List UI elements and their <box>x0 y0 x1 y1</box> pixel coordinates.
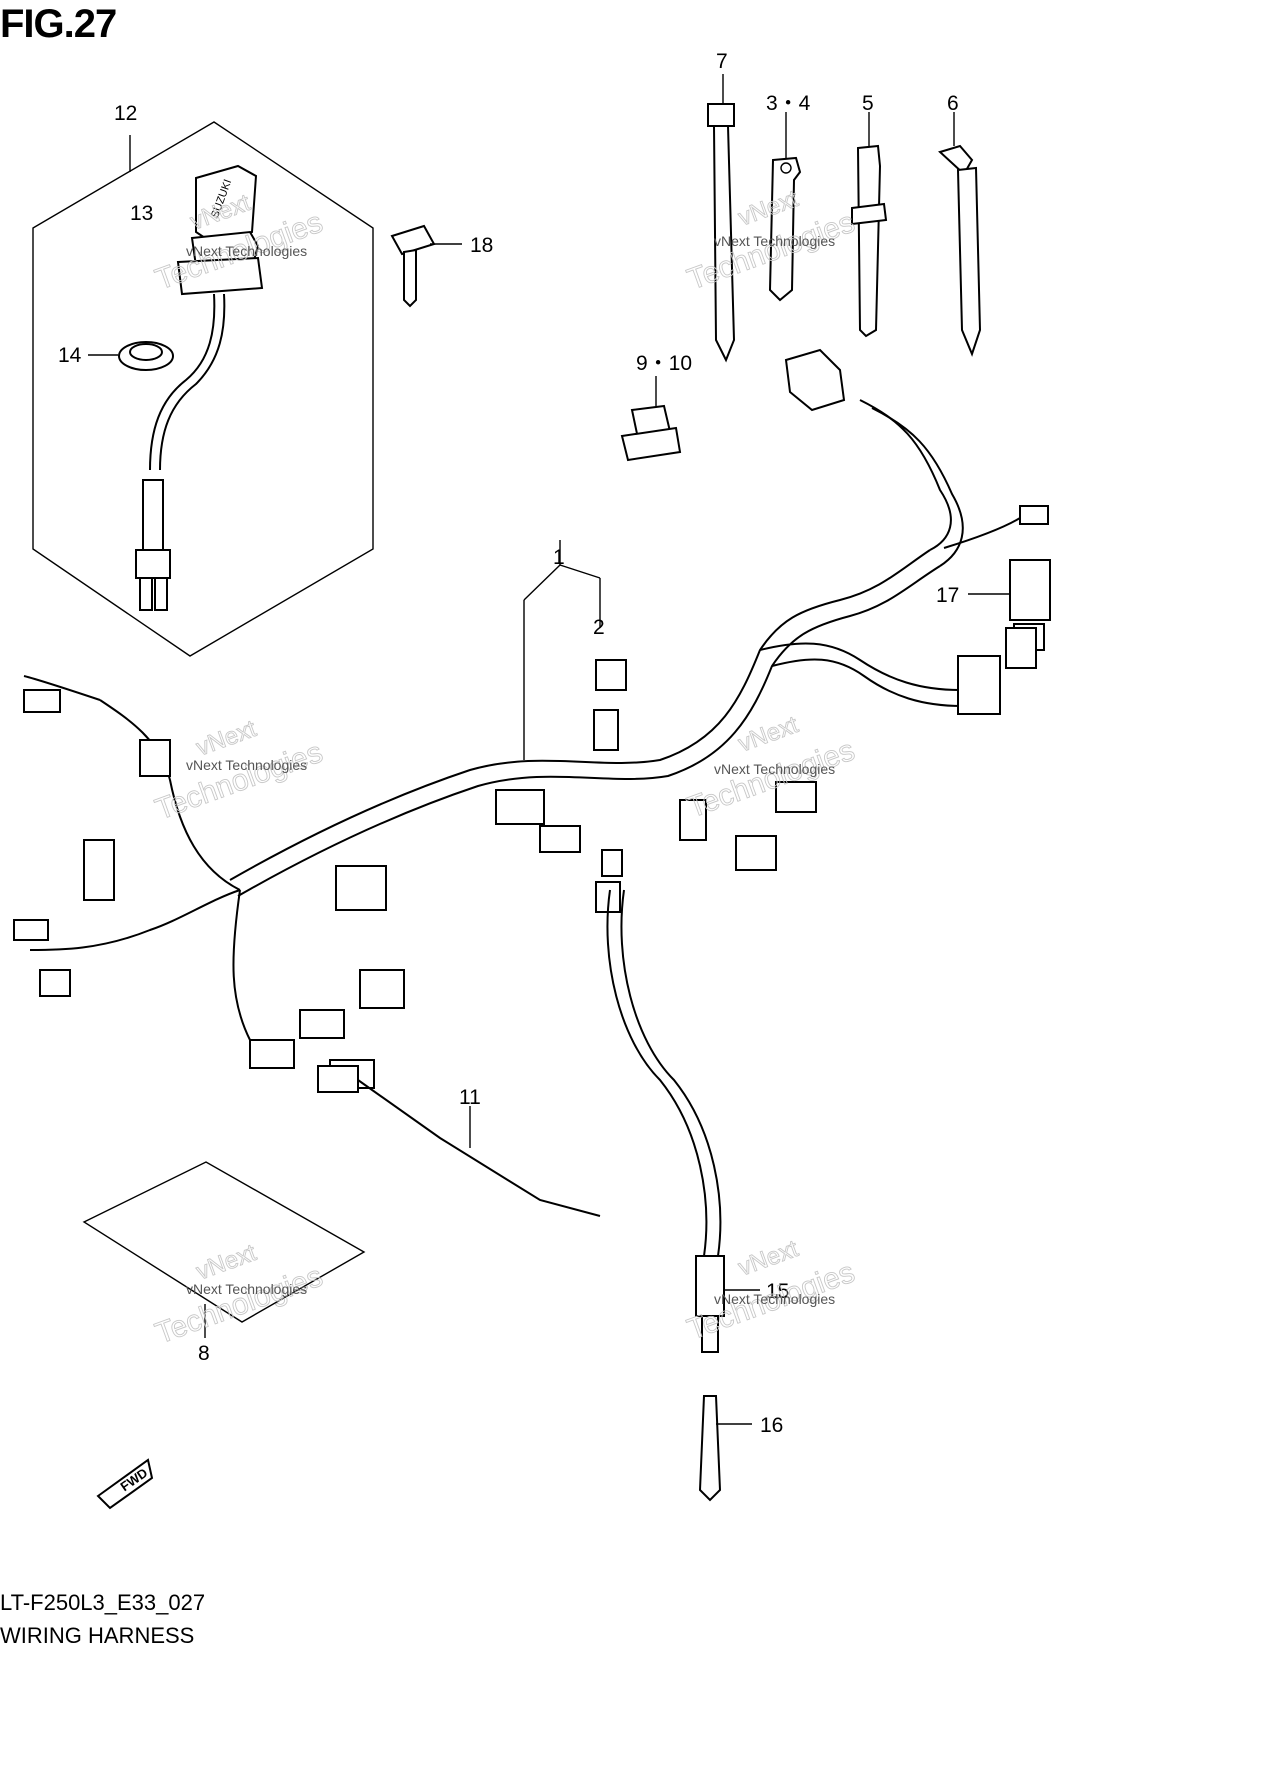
svg-text:vNext Technologies: vNext Technologies <box>714 1291 835 1307</box>
callout-7: 7 <box>716 50 728 73</box>
watermark-bottom-left: vNext Technologies vNext Technologies <box>151 1239 328 1351</box>
wire-clamp <box>768 112 802 302</box>
callout-9-10: 9・10 <box>636 352 692 375</box>
left-harness-branch <box>13 675 375 1089</box>
callout-14: 14 <box>58 344 82 367</box>
band-tie <box>851 112 888 338</box>
svg-text:vNext: vNext <box>735 1235 802 1281</box>
callout-3-4: 3・4 <box>766 92 811 115</box>
figure-name: WIRING HARNESS <box>0 1623 195 1648</box>
sensor-boot <box>698 1395 752 1502</box>
callout-12: 12 <box>114 102 137 125</box>
callout-17: 17 <box>936 584 959 607</box>
callout-15: 15 <box>766 1280 789 1303</box>
cable-tie-long <box>707 74 736 363</box>
svg-text:vNext Technologies: vNext Technologies <box>714 761 835 777</box>
center-connectors <box>335 659 817 1009</box>
sensor-lead <box>606 889 760 1353</box>
main-harness-trunk <box>229 399 964 897</box>
figure-title: FIG.27 <box>0 2 117 46</box>
harness-clip <box>620 376 682 462</box>
svg-text:Technologies: Technologies <box>151 736 327 827</box>
ignition-switch-kit-box <box>32 121 374 657</box>
callout-18: 18 <box>470 234 493 257</box>
ignition-key <box>390 224 462 308</box>
right-multi-connector <box>957 627 1037 715</box>
watermark-mid-right: vNext Technologies vNext Technologies <box>683 711 860 825</box>
svg-text:vNext Technologies: vNext Technologies <box>186 1281 307 1297</box>
svg-text:vNext: vNext <box>193 1239 260 1285</box>
callout-8: 8 <box>198 1342 210 1365</box>
callout-2: 2 <box>593 616 605 639</box>
insulation-sheet <box>82 1161 366 1338</box>
svg-text:vNext: vNext <box>193 715 260 761</box>
harness-connector-top <box>784 348 1049 549</box>
svg-text:vNext Technologies: vNext Technologies <box>186 757 307 773</box>
callout-1: 1 <box>553 546 565 569</box>
callout-leaders <box>523 540 601 760</box>
callout-16: 16 <box>760 1414 783 1437</box>
ignition-ring-nut <box>88 341 174 371</box>
forward-arrow: FWD <box>96 1458 154 1510</box>
model-code: LT-F250L3_E33_027 <box>0 1590 206 1615</box>
lead-wire <box>317 1065 601 1217</box>
angled-cable-tie <box>938 112 982 357</box>
callout-11: 11 <box>459 1086 481 1109</box>
callout-6: 6 <box>947 92 959 115</box>
ignition-switch: SUZUKI <box>135 164 264 611</box>
svg-text:vNext Technologies: vNext Technologies <box>714 233 835 249</box>
svg-text:vNext Technologies: vNext Technologies <box>186 243 307 259</box>
callout-5: 5 <box>862 92 874 115</box>
watermark-mid-left: vNext Technologies vNext Technologies <box>151 715 328 827</box>
svg-text:Technologies: Technologies <box>151 1260 327 1351</box>
callout-13: 13 <box>130 202 153 225</box>
